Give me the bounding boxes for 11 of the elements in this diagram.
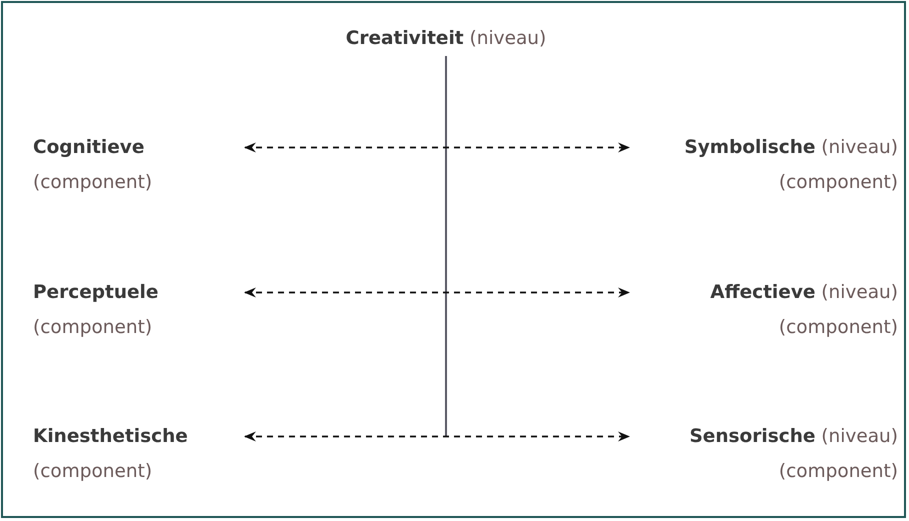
dashed-arrow: [244, 142, 630, 152]
node-label: Kinesthetische (component): [33, 426, 188, 482]
node-label: Creativiteit (niveau): [346, 28, 546, 49]
dashed-arrow: [244, 288, 630, 298]
node-label: Perceptuele (component): [33, 282, 158, 338]
connector-line: [445, 56, 447, 436]
node-label: Symbolische (niveau) (component): [684, 137, 898, 193]
dashed-arrow: [244, 432, 630, 442]
node-label: Affectieve (niveau) (component): [710, 282, 898, 338]
node-label: Cognitieve (component): [33, 137, 152, 193]
node-label: Sensorische (niveau) (component): [689, 426, 898, 482]
